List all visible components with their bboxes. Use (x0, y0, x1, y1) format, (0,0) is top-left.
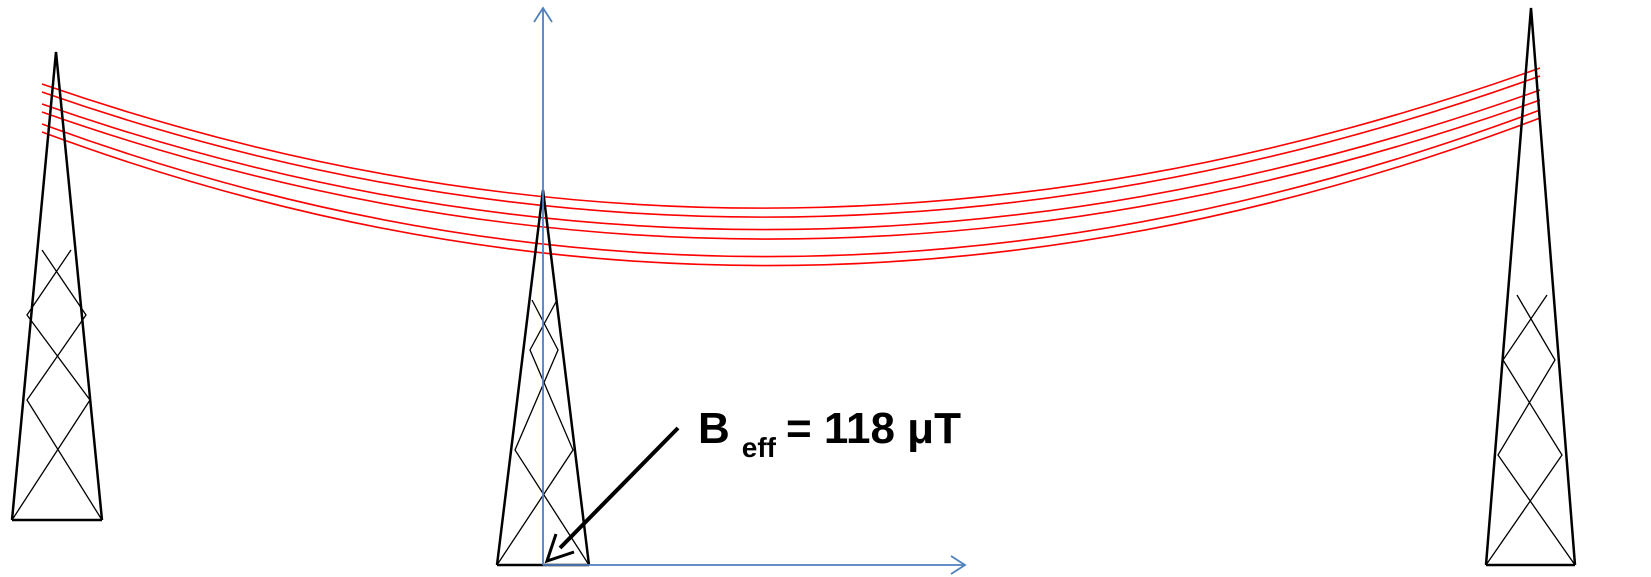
annotation-arrow (544, 426, 680, 564)
conductor-3 (41, 89, 1541, 231)
conductors (41, 67, 1541, 267)
annotation-arrow-shaft (558, 426, 680, 550)
x-axis-arrowhead (950, 555, 967, 575)
axes (533, 6, 967, 575)
conductor-1 (41, 67, 1541, 209)
tower-right-bracing (1485, 294, 1576, 566)
conductor-2 (41, 75, 1541, 218)
tower-right-outline (1484, 7, 1577, 566)
tower-right (1484, 7, 1577, 567)
annotation-arrow-head (544, 533, 575, 564)
conductor-6 (41, 117, 1541, 267)
field-label-symbol: B (698, 404, 730, 453)
y-axis-arrowhead (533, 6, 553, 23)
conductor-5 (41, 109, 1541, 258)
field-label-subscript: eff (742, 432, 777, 463)
tower-left (10, 51, 104, 522)
field-label-value: = 118 μT (786, 404, 961, 453)
conductor-4 (41, 99, 1541, 240)
tower-left-outline (10, 51, 104, 521)
tower-left-bracing (11, 249, 103, 521)
